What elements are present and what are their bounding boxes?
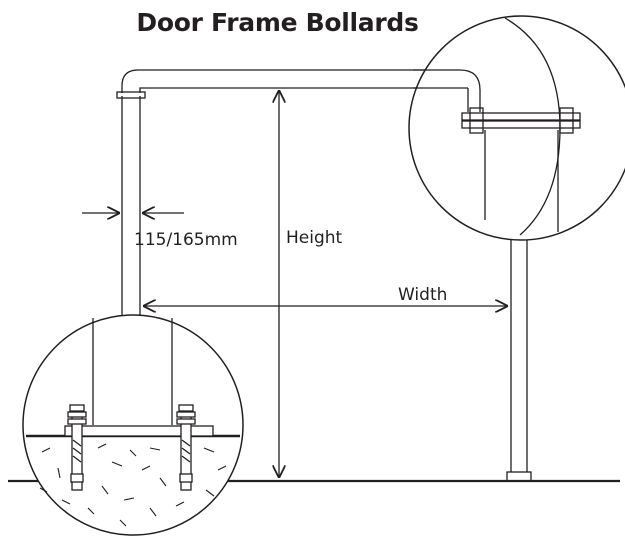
height-label: Height bbox=[286, 228, 343, 248]
top-detail-circle bbox=[408, 15, 625, 241]
width-label: Width bbox=[398, 285, 447, 305]
diagram-title: Door Frame Bollards bbox=[136, 8, 419, 37]
left-post bbox=[116, 91, 146, 318]
base-detail-circle bbox=[22, 314, 244, 536]
diameter-label: 115/165mm bbox=[134, 230, 238, 250]
top-frame-bar bbox=[121, 69, 425, 93]
right-post bbox=[502, 226, 536, 482]
